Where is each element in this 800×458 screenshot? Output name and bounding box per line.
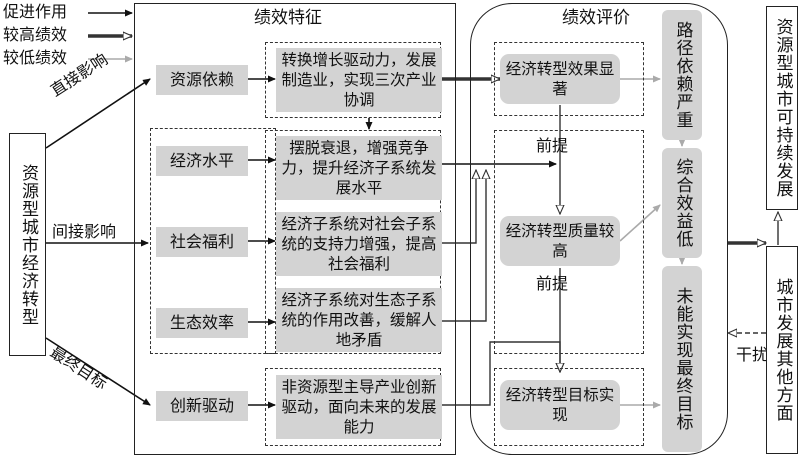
- city-transformation-box: 资源型城市经济转型: [9, 133, 46, 356]
- feature-innovation: 创新驱动: [156, 391, 248, 421]
- eval-bottom-dashed-group: [494, 368, 644, 446]
- premise-label-1: 前提: [536, 136, 569, 155]
- desc-ecology: 经济子系统对生态子系统的作用改善，缓解人地矛盾: [276, 288, 442, 352]
- interference-label: 干扰: [736, 345, 769, 364]
- indirect-impact-label: 间接影响: [52, 222, 117, 241]
- feature-welfare: 社会福利: [156, 227, 248, 257]
- eval-quality: 经济转型质量较高: [500, 216, 620, 266]
- evaluation-panel: [470, 3, 728, 455]
- outcome-low-benefit: 综合效益低: [662, 148, 702, 258]
- desc-resource: 转换增长驱动力，发展制造业，实现三次产业协调: [276, 48, 442, 112]
- legend-promote-label: 促进作用: [3, 2, 68, 21]
- feature-economy: 经济水平: [156, 146, 248, 176]
- eval-middle-dashed-group: [494, 130, 644, 354]
- feature-ecology: 生态效率: [156, 308, 248, 338]
- evaluation-title: 绩效评价: [562, 8, 630, 28]
- eval-top-dashed-group: [494, 42, 644, 116]
- feature-resource: 资源依赖: [156, 65, 248, 95]
- city-transformation-label: 资源型城市经济转型: [18, 163, 38, 326]
- desc-innovation: 非资源型主导产业创新驱动，面向未来的发展能力: [276, 375, 442, 439]
- features-title: 绩效特征: [254, 8, 322, 28]
- outcome-goal-not-met: 未能实现最终目标: [662, 266, 702, 452]
- features-dashed-group: [150, 128, 276, 354]
- desc-welfare: 经济子系统对社会子系统的支持力增强，提高社会福利: [276, 212, 442, 276]
- outcome-path-dependence: 路径依赖严重: [662, 10, 702, 140]
- other-aspects-box: 城市发展其他方面: [766, 246, 798, 454]
- legend-lower-label: 较低绩效: [3, 48, 68, 67]
- features-panel: [134, 3, 456, 455]
- desc-economy: 摆脱衰退，增强竞争力，提升经济子系统发展水平: [276, 136, 442, 200]
- eval-goal: 经济转型目标实现: [500, 380, 620, 430]
- eval-effect: 经济转型效果显著: [500, 54, 620, 104]
- premise-label-2: 前提: [536, 274, 569, 293]
- sustainable-development-box: 资源型城市可持续发展: [766, 6, 798, 210]
- legend-higher-label: 较高绩效: [3, 25, 68, 44]
